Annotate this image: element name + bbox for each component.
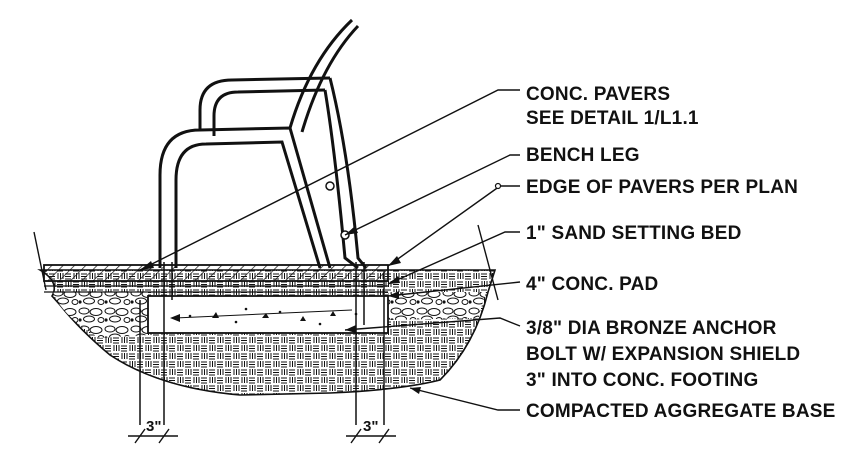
dimension-lines <box>128 428 396 444</box>
label-sand-setting-bed: 1" SAND SETTING BED <box>526 223 742 244</box>
label-anchor-bolt-2: BOLT W/ EXPANSION SHIELD <box>526 344 800 365</box>
concrete-pavers <box>43 264 389 282</box>
label-anchor-bolt-1: 3/8" DIA BRONZE ANCHOR <box>526 318 777 339</box>
label-conc-pavers: CONC. PAVERS <box>526 84 670 105</box>
leader-arrows <box>140 226 421 394</box>
right-offset-dimension: 3" <box>363 418 378 435</box>
gravel-fill <box>52 292 148 338</box>
bench-frame <box>158 18 368 270</box>
concrete-stipple <box>188 307 358 326</box>
label-see-detail: SEE DETAIL 1/L1.1 <box>526 108 699 129</box>
left-offset-dimension: 3" <box>146 418 161 435</box>
label-conc-pad: 4" CONC. PAD <box>526 274 658 295</box>
label-bench-leg: BENCH LEG <box>526 145 640 166</box>
leader-lines <box>139 89 521 411</box>
gravel-fill-right <box>388 292 486 320</box>
label-edge-of-pavers: EDGE OF PAVERS PER PLAN <box>526 177 798 198</box>
label-aggregate-base: COMPACTED AGGREGATE BASE <box>526 401 836 422</box>
anchor-bolts <box>139 262 385 425</box>
label-anchor-bolt-3: 3" INTO CONC. FOOTING <box>526 370 758 391</box>
concrete-footing <box>147 295 389 334</box>
